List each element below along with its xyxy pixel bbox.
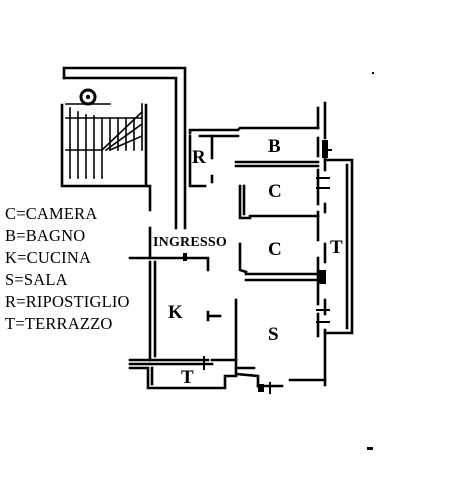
terrace-railing [323,158,354,335]
corridor-wall-outer [62,66,187,230]
legend-item-bagno: B=BAGNO [5,226,86,245]
legend-item-cucina: K=CUCINA [5,248,92,267]
legend-item-ripostiglio: R=RIPOSTIGLIO [5,292,130,311]
stair-treads [65,103,144,179]
legend-item-sala: S=SALA [5,270,68,289]
misc-marks [183,72,374,450]
room-label-bagno: B [268,136,281,157]
legend-item-camera: C=CAMERA [5,204,98,223]
corridor-wall-inner [62,76,178,230]
south-terrace-outline [128,366,238,390]
legend: C=CAMERA B=BAGNO K=CUCINA S=SALA R=RIPOS… [5,203,130,335]
room-label-terrazzo-south: T [181,367,194,388]
room-label-cucina: K [168,302,183,323]
room-label-terrazzo-east: T [330,237,343,258]
stair-wall [60,103,152,212]
stair-spiral-icon [79,88,97,106]
room-label-camera-1: C [268,181,282,202]
room-label-ripostiglio: R [192,147,206,168]
legend-item-terrazzo: T=TERRAZZO [5,314,113,333]
room-label-ingresso: INGRESSO [153,235,227,250]
room-label-sala: S [268,324,279,345]
room-label-camera-2: C [268,239,282,260]
